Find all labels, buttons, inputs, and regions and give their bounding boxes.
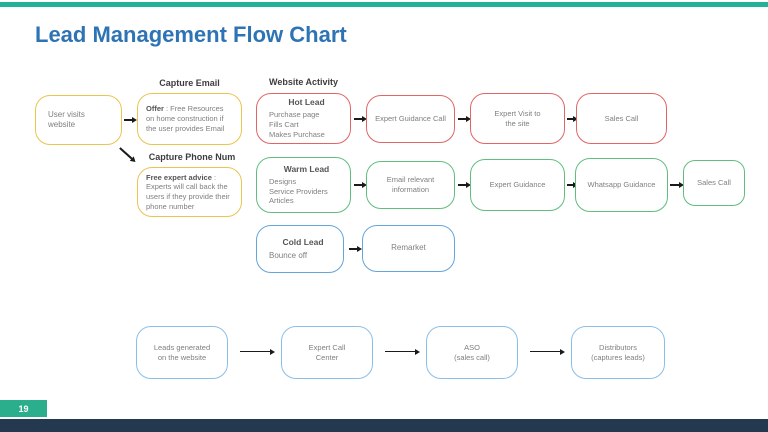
- arrow-down-right-icon: [119, 147, 133, 160]
- cold-lead-item: Bounce off: [269, 250, 308, 260]
- warm-lead-item: Service Providers: [269, 186, 328, 196]
- user-visits-box: User visits website: [35, 95, 122, 145]
- step-box-leads-generated: Leads generated on the website: [136, 326, 228, 379]
- arrow-right-icon: [349, 248, 357, 250]
- step-box-email-info: Email relevant information: [366, 161, 455, 209]
- arrow-right-icon: [567, 184, 573, 186]
- warm-lead-header: Warm Lead: [283, 163, 330, 174]
- arrow-right-icon: [567, 118, 573, 120]
- hot-lead-box: Hot Lead Purchase page Fills Cart Makes …: [256, 93, 351, 144]
- arrow-right-icon: [124, 119, 132, 121]
- step-box-sales-call-warm: Sales Call: [683, 160, 745, 206]
- page-title: Lead Management Flow Chart: [35, 22, 347, 47]
- cold-lead-box: Cold Lead Bounce off: [256, 225, 344, 273]
- hot-lead-header: Hot Lead: [288, 97, 325, 108]
- step-box-expert-guidance-call: Expert Guidance Call: [366, 95, 455, 143]
- warm-lead-box: Warm Lead Designs Service Providers Arti…: [256, 157, 351, 213]
- hot-lead-item: Purchase page: [269, 110, 320, 120]
- website-activity-label: Website Activity: [268, 77, 339, 87]
- step-box-whatsapp-guidance: Whatsapp Guidance: [575, 158, 668, 212]
- warm-lead-item: Articles: [269, 196, 294, 206]
- step-box-sales-call-hot: Sales Call: [576, 93, 667, 144]
- step-box-distributors: Distributors (captures leads): [571, 326, 665, 379]
- cold-lead-header: Cold Lead: [282, 236, 324, 247]
- hot-lead-item: Fills Cart: [269, 120, 299, 130]
- capture-email-text: Offer : Free Resources on home construct…: [146, 104, 225, 133]
- capture-email-box: Offer : Free Resources on home construct…: [137, 93, 242, 145]
- arrow-right-icon: [354, 118, 362, 120]
- step-box-aso: ASO (sales call): [426, 326, 518, 379]
- capture-phone-text: Free expert advice : Experts will call b…: [146, 172, 230, 211]
- step-box-expert-visit: Expert Visit to the site: [470, 93, 565, 144]
- capture-phone-box: Free expert advice : Experts will call b…: [137, 167, 242, 217]
- arrow-right-icon: [240, 351, 270, 353]
- arrow-right-icon: [458, 184, 466, 186]
- step-box-remarket: Remarket: [362, 225, 455, 272]
- capture-phone-label: Capture Phone Num: [148, 152, 236, 162]
- hot-lead-item: Makes Purchase: [269, 129, 325, 139]
- arrow-right-icon: [530, 351, 560, 353]
- footer-bar: [0, 419, 768, 432]
- capture-email-label: Capture Email: [159, 78, 220, 88]
- step-box-expert-guidance: Expert Guidance: [470, 159, 565, 211]
- top-accent-bar: [0, 2, 768, 7]
- step-box-expert-call-center: Expert Call Center: [281, 326, 373, 379]
- arrow-right-icon: [458, 118, 466, 120]
- arrow-right-icon: [385, 351, 415, 353]
- warm-lead-item: Designs: [269, 176, 297, 186]
- arrow-right-icon: [354, 184, 362, 186]
- page-number-badge: 19: [0, 400, 47, 417]
- arrow-right-icon: [670, 184, 679, 186]
